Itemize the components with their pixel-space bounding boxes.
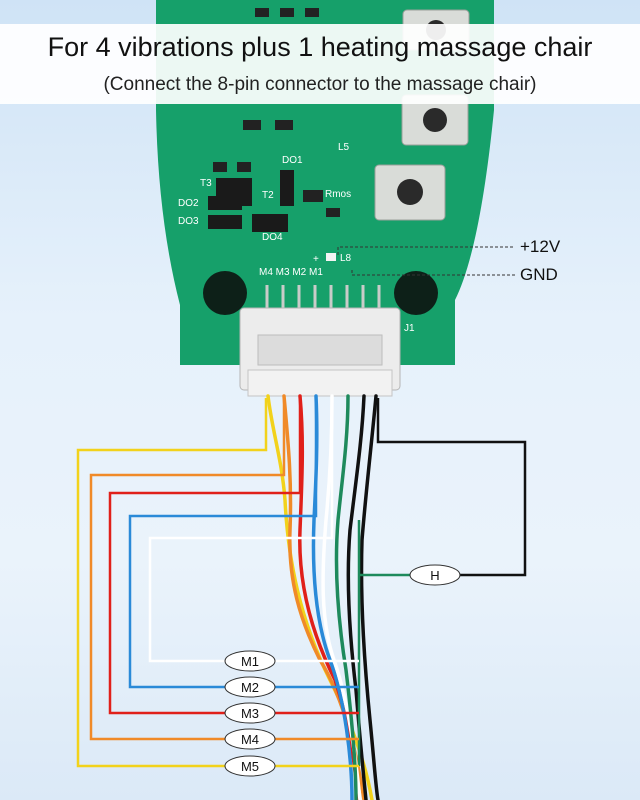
silk-rmos: Rmos bbox=[325, 189, 351, 200]
silk-do1: DO1 bbox=[282, 155, 303, 166]
smd-component bbox=[303, 190, 323, 202]
schematic-line-white bbox=[148, 398, 334, 663]
motor-m3: M3 bbox=[224, 702, 276, 724]
led-l8 bbox=[326, 253, 336, 261]
smd-component bbox=[280, 8, 294, 17]
motor-label-m1: M1 bbox=[241, 654, 259, 669]
mounting-hole-right bbox=[394, 271, 438, 315]
smd-component bbox=[255, 8, 269, 17]
tactile-button-middle bbox=[401, 94, 469, 146]
power-label-gnd: GND bbox=[520, 265, 558, 284]
silk-j1: J1 bbox=[404, 323, 415, 334]
silk-l5: L5 bbox=[338, 142, 350, 153]
wire-black-2 bbox=[359, 394, 380, 800]
heater-label: H bbox=[430, 568, 439, 583]
diode-do4 bbox=[252, 214, 288, 232]
motor-m2: M2 bbox=[224, 676, 276, 698]
silk-do3: DO3 bbox=[178, 216, 199, 227]
connector-latch bbox=[257, 334, 383, 366]
silk-t3: T3 bbox=[200, 178, 212, 189]
motor-label-m3: M3 bbox=[241, 706, 259, 721]
motor-m5: M5 bbox=[224, 755, 276, 777]
connector-plug bbox=[247, 369, 393, 397]
smd-component bbox=[213, 162, 227, 172]
title-band bbox=[0, 24, 640, 104]
tactile-button-bottom bbox=[374, 164, 446, 221]
silk-pin-labels: M4 M3 M2 M1 bbox=[259, 267, 323, 278]
silk-t2: T2 bbox=[262, 190, 274, 201]
silk-l8: L8 bbox=[340, 253, 352, 264]
power-label-12v: +12V bbox=[520, 237, 561, 256]
motor-m1: M1 bbox=[224, 650, 276, 672]
smd-component bbox=[305, 8, 319, 17]
wire-green bbox=[334, 394, 358, 800]
schematic-line-blue bbox=[128, 398, 318, 689]
smd-component bbox=[243, 120, 261, 130]
smd-component bbox=[326, 208, 340, 217]
mosfet bbox=[280, 170, 294, 206]
smd-component bbox=[237, 162, 251, 172]
heater-ellipse: H bbox=[409, 564, 461, 586]
schematic-line-red bbox=[108, 398, 302, 715]
silk-do2: DO2 bbox=[178, 198, 199, 209]
wire-black bbox=[346, 394, 368, 800]
header-pins bbox=[265, 285, 381, 310]
diode-do3 bbox=[208, 215, 242, 229]
schematic-line-yellow bbox=[76, 398, 268, 768]
motor-m4: M4 bbox=[224, 728, 276, 750]
v12-dashed-line bbox=[337, 246, 515, 255]
mounting-hole-left bbox=[203, 271, 247, 315]
motor-label-m5: M5 bbox=[241, 759, 259, 774]
silk-plus: + bbox=[313, 254, 319, 265]
motor-label-m2: M2 bbox=[241, 680, 259, 695]
schematic-line-orange bbox=[89, 398, 286, 741]
diode-do2 bbox=[208, 196, 242, 210]
page-subtitle: (Connect the 8-pin connector to the mass… bbox=[103, 74, 537, 95]
page-title: For 4 vibrations plus 1 heating massage … bbox=[47, 32, 593, 62]
gnd-dashed-line bbox=[351, 270, 515, 276]
smd-component bbox=[275, 120, 293, 130]
motor-label-m4: M4 bbox=[241, 732, 259, 747]
silk-do4: DO4 bbox=[262, 232, 283, 243]
schematic-line-black bbox=[376, 398, 527, 577]
